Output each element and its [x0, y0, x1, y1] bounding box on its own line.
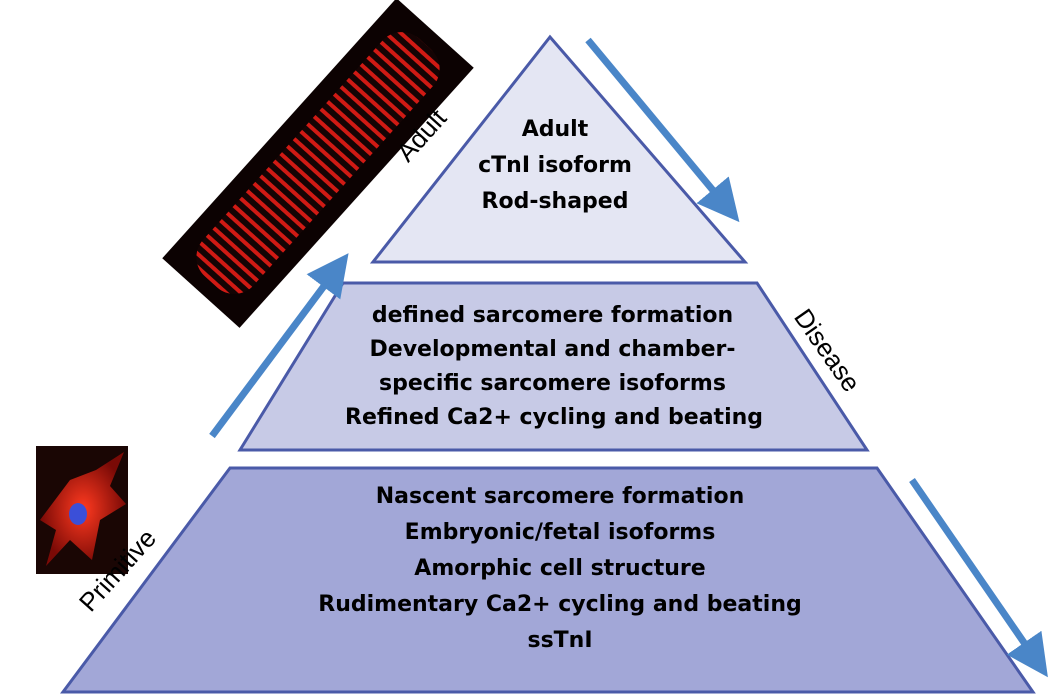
pyramid-middle-tier — [237, 281, 870, 452]
middle-tier-text: defined sarcomere formation Developmenta… — [345, 299, 764, 435]
progression-arrow-up — [209, 253, 349, 439]
top-tier-text: Adult cTnI isoform Rod-shaped — [455, 112, 655, 220]
bottom-tier-text: Nascent sarcomere formation Embryonic/fe… — [300, 479, 820, 659]
middle-tier-line: defined sarcomere formation — [371, 303, 734, 328]
bottom-tier-line: Rudimentary Ca2+ cycling and beating — [318, 592, 802, 617]
primitive-cell-image — [14, 420, 142, 580]
disease-arrow-bottom — [909, 478, 1048, 678]
middle-tier-line: Refined Ca2+ cycling and beating — [345, 405, 764, 430]
middle-tier-line: specific sarcomere isoforms — [379, 371, 726, 396]
middle-tier-line: Developmental and chamber- — [369, 337, 736, 362]
adult-cardiomyocyte-image — [162, 0, 474, 328]
top-tier-line: Adult — [521, 117, 589, 142]
bottom-tier-line: ssTnI — [527, 628, 593, 653]
pyramid-bottom-tier — [60, 466, 1036, 694]
bottom-tier-line: Nascent sarcomere formation — [375, 484, 745, 509]
pyramid-top-tier — [369, 34, 749, 264]
top-tier-line: cTnI isoform — [478, 153, 632, 178]
bottom-tier-line: Amorphic cell structure — [414, 556, 706, 581]
disease-arrow-top — [585, 37, 740, 223]
bottom-tier-line: Embryonic/fetal isoforms — [404, 520, 716, 545]
top-tier-line: Rod-shaped — [481, 189, 629, 214]
